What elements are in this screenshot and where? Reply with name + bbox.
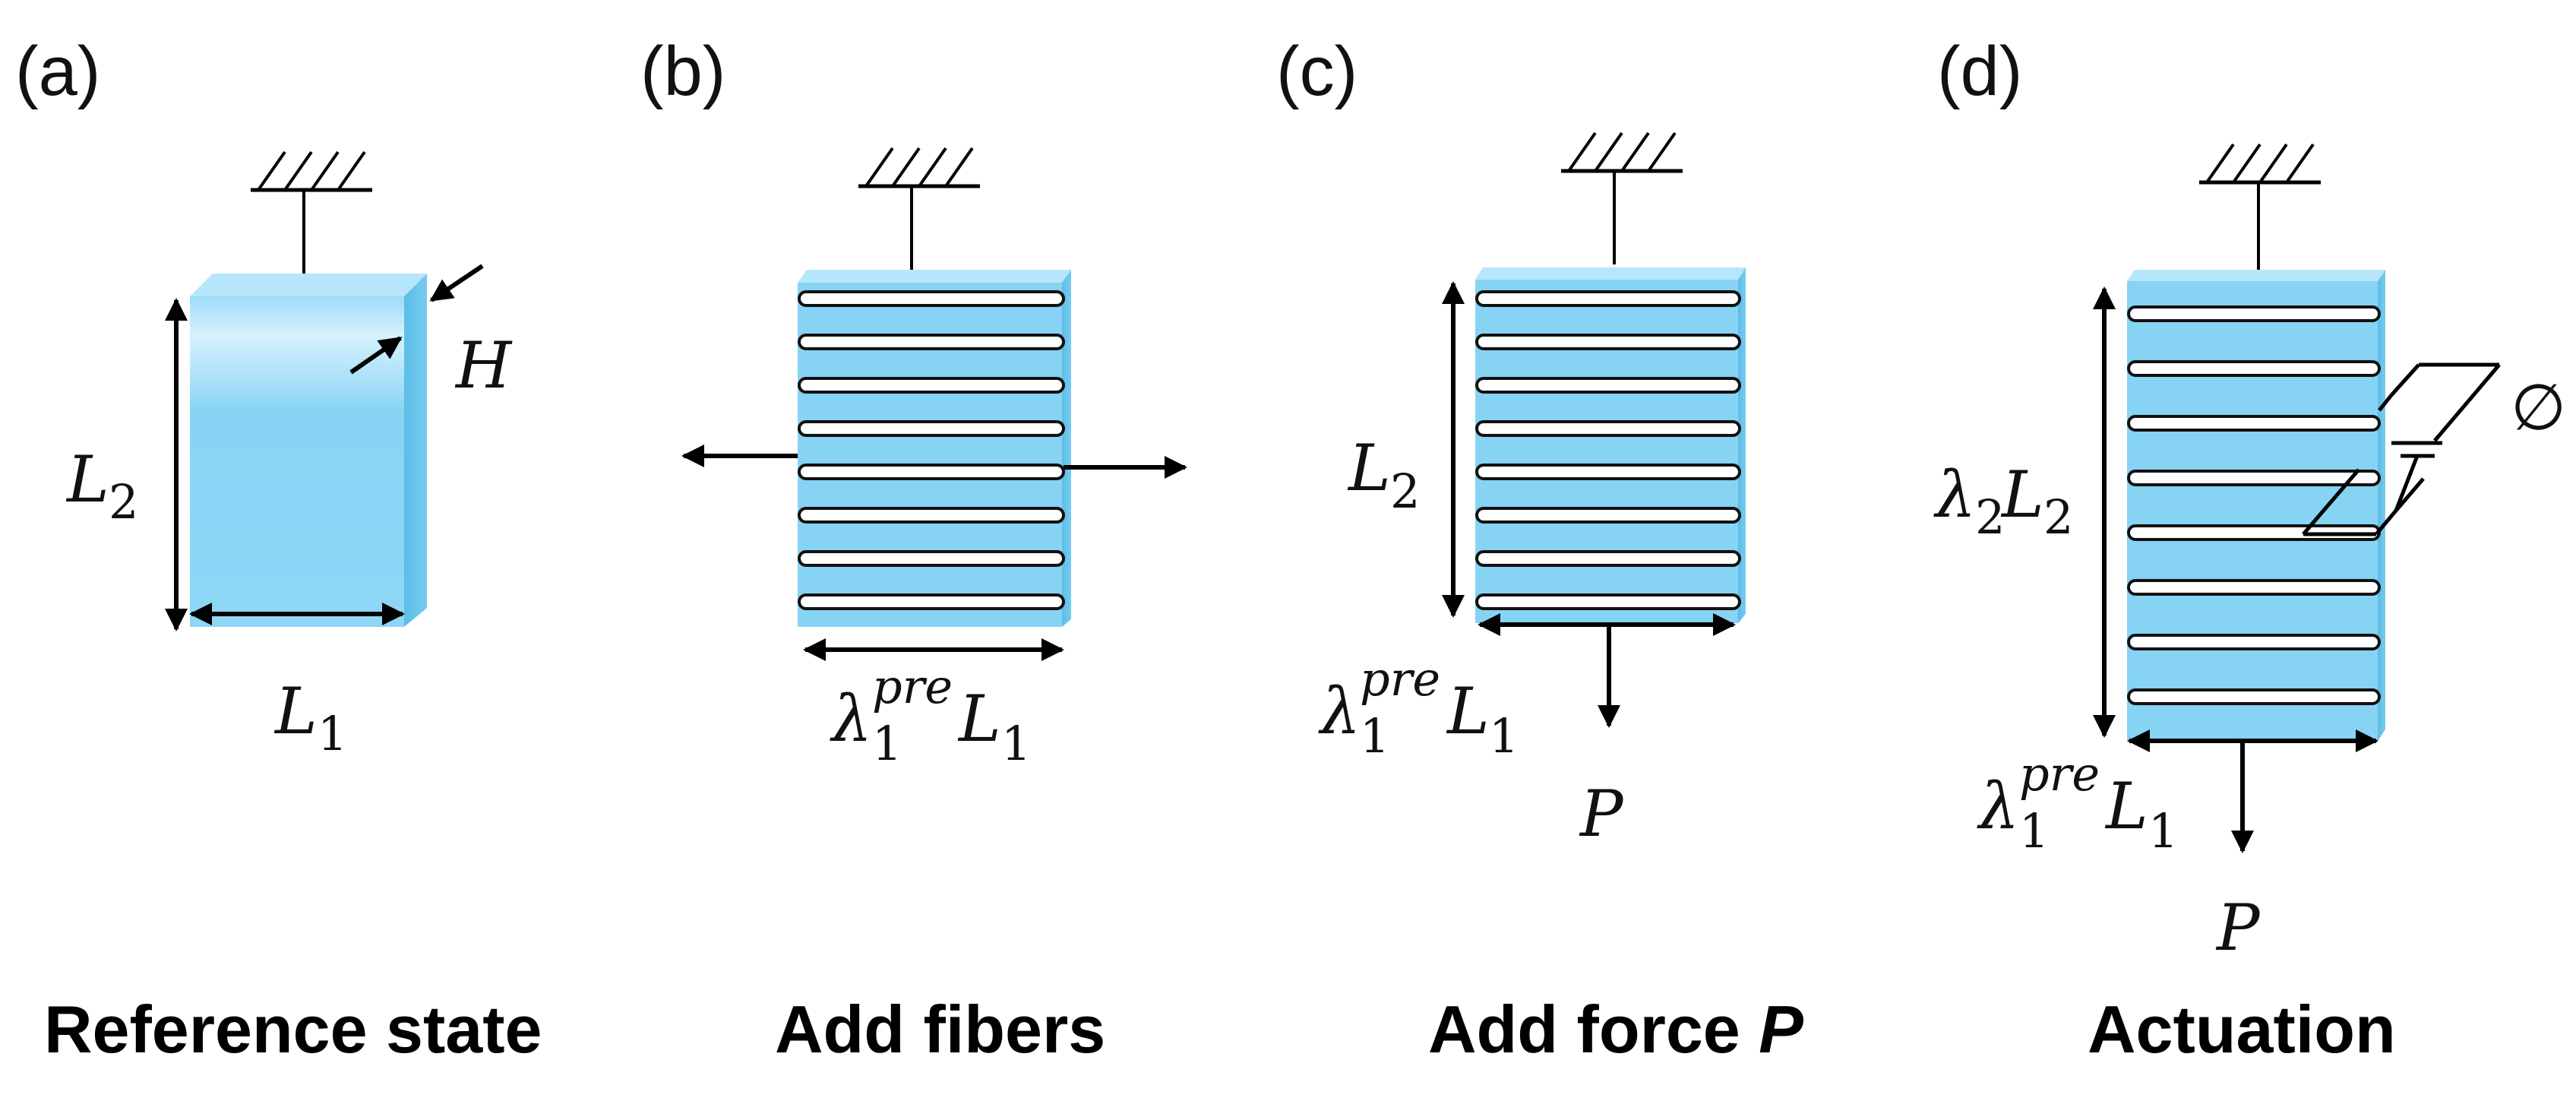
fiber (798, 464, 1065, 480)
svg-text:λ: λ (1318, 674, 1361, 748)
fiber (798, 420, 1065, 437)
label-P: P (1579, 777, 1624, 851)
fiber (1475, 377, 1741, 394)
label-L2: L 2 (1347, 431, 1420, 519)
svg-text:L: L (65, 442, 109, 517)
svg-text:pre: pre (872, 659, 953, 714)
svg-text:2: 2 (2043, 489, 2073, 545)
panel-b: (b) λ 1 pre L 1 Add fibers (640, 33, 1187, 1067)
panel-d-label: (d) (1937, 33, 2022, 110)
fiber (2127, 415, 2381, 432)
fiber (798, 507, 1065, 524)
fiber (1475, 290, 1741, 307)
fiber (1475, 464, 1741, 480)
fiber (798, 593, 1065, 610)
svg-text:1: 1 (872, 716, 902, 771)
elastomer-block-with-fibers (2127, 270, 2385, 741)
svg-text:pre: pre (2019, 746, 2100, 802)
panel-a: (a) H L 2 L 1 Reference state (15, 33, 542, 1067)
fiber (2127, 688, 2381, 705)
svg-text:1: 1 (1360, 708, 1389, 764)
ceiling-hatch-icon (2199, 143, 2321, 185)
panel-b-label: (b) (640, 33, 725, 110)
fiber (798, 334, 1065, 350)
fiber-set (1475, 290, 1741, 610)
panel-c-label: (c) (1276, 33, 1358, 110)
label-L2: L 2 (65, 442, 138, 530)
panel-c-caption: Add force P (1428, 992, 1803, 1067)
svg-text:1: 1 (1001, 716, 1031, 771)
fiber (798, 290, 1065, 307)
svg-text:L: L (273, 674, 318, 748)
svg-text:L: L (957, 682, 1001, 756)
fiber (2127, 634, 2381, 650)
svg-text:L: L (2104, 769, 2148, 843)
elastomer-block (190, 274, 427, 627)
label-P: P (2215, 891, 2261, 965)
svg-text:2: 2 (1975, 489, 2005, 545)
fiber (1475, 507, 1741, 524)
svg-text:1: 1 (2148, 803, 2178, 859)
voltage-source-circuit (2302, 362, 2501, 536)
fiber-set (798, 290, 1065, 610)
ceiling-hatch-icon (1561, 131, 1683, 173)
label-lambda2-L2: λ 2 L 2 (1933, 457, 2073, 545)
fiber (2127, 305, 2381, 322)
fiber (1475, 550, 1741, 567)
fiber (798, 377, 1065, 394)
fiber (1475, 593, 1741, 610)
svg-text:2: 2 (109, 474, 138, 530)
svg-text:L: L (1347, 431, 1391, 505)
svg-text:2: 2 (1390, 464, 1420, 519)
fiber-set (2127, 305, 2381, 705)
svg-text:λ: λ (1977, 769, 2019, 843)
svg-text:1: 1 (1489, 708, 1519, 764)
ceiling-hatch-icon (858, 147, 980, 188)
fiber (2127, 579, 2381, 596)
panel-d-caption: Actuation (2088, 992, 2396, 1067)
label-phi: ∅ (2511, 370, 2566, 445)
fiber (2127, 470, 2381, 486)
panel-b-caption: Add fibers (775, 992, 1105, 1067)
fiber (798, 550, 1065, 567)
ceiling-hatch-icon (251, 150, 372, 192)
svg-text:1: 1 (318, 706, 347, 761)
fiber (1475, 420, 1741, 437)
svg-text:λ: λ (830, 682, 872, 756)
panel-d: (d) (1933, 33, 2566, 1067)
svg-text:L: L (1446, 674, 1490, 748)
elastomer-block-with-fibers (1475, 267, 1746, 623)
panel-c: (c) L 2 λ 1 pre L 1 P (1276, 33, 1803, 1067)
thickness-arrow-upper (429, 264, 484, 302)
label-lambda1-pre-L1: λ 1 pre L 1 (1977, 746, 2178, 859)
svg-text:L: L (2000, 457, 2044, 532)
svg-text:1: 1 (2019, 803, 2049, 859)
label-lambda1-pre-L1: λ 1 pre L 1 (830, 659, 1031, 771)
fiber (1475, 334, 1741, 350)
thickness-arrow-lower (349, 336, 403, 375)
elastomer-block-with-fibers (798, 270, 1071, 627)
svg-text:pre: pre (1360, 651, 1440, 707)
panel-a-label: (a) (15, 33, 100, 110)
panel-a-caption: Reference state (44, 992, 542, 1067)
label-H: H (454, 328, 513, 403)
label-L1: L 1 (273, 674, 347, 761)
fiber (2127, 360, 2381, 377)
label-lambda1-pre-L1: λ 1 pre L 1 (1318, 651, 1519, 764)
svg-text:λ: λ (1933, 457, 1976, 532)
